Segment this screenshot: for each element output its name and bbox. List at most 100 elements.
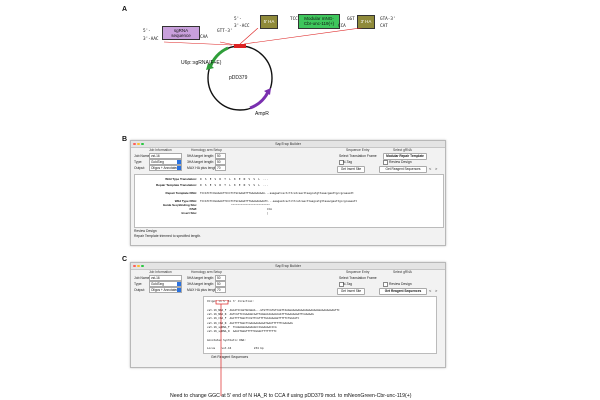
five-target-label: 5HA target length:	[187, 276, 215, 280]
prev-arrow-icon[interactable]: <	[429, 166, 432, 171]
right-connector-line	[239, 28, 259, 45]
type-select[interactable]: GoldTarg	[149, 159, 182, 165]
wt-dna-seq: TCCATCTCCGAAAATTCCCTCTGCGAAATTTGAAAAAAAA…	[200, 199, 357, 203]
saptrap-window-b: SapTrap Builder Job Information Job Name…	[130, 140, 446, 246]
window-c-titlebar: SapTrap Builder	[131, 263, 445, 270]
close-window-icon[interactable]	[133, 264, 136, 268]
minimize-window-icon[interactable]	[137, 264, 140, 268]
window-b-titlebar: SapTrap Builder	[131, 141, 445, 148]
guide-seq: ^^^^^^^^^^^^^^^^^^^^^^^^	[231, 203, 270, 207]
select-frame-label: Select Translation Frame	[339, 276, 377, 280]
five-target-label: 5HA target length:	[187, 154, 215, 158]
close-window-icon[interactable]	[133, 142, 136, 146]
select-grna-header: Select gRNA	[393, 148, 412, 152]
get-insert-site-button[interactable]: Get Insert Site	[337, 166, 365, 173]
plasmid-name-label: pDD379	[229, 75, 248, 81]
output-label: Output:	[134, 166, 146, 170]
five-target-input[interactable]: 50	[215, 275, 226, 281]
output-label: Output:	[134, 288, 146, 292]
pam-label: PAM:	[189, 207, 197, 211]
mid-ggt-seq: GGT	[347, 17, 355, 22]
guide-label: Guide Seq Binding Site:	[162, 203, 197, 207]
right-connector-line-2	[243, 28, 363, 45]
type-select-value: GoldTarg	[151, 282, 164, 286]
output-line: Locus vst-16 234 bp	[207, 346, 264, 351]
mid-bottom-seq: 3'-ACC	[234, 24, 250, 29]
chevron-down-icon	[177, 166, 181, 170]
max-length-input[interactable]: 70	[215, 165, 226, 171]
type-select-value: GoldTarg	[151, 160, 164, 164]
n-tag-checkbox[interactable]	[339, 160, 344, 165]
zoom-window-icon[interactable]	[141, 264, 144, 268]
job-name-input[interactable]: vst-16	[149, 153, 182, 159]
minimize-window-icon[interactable]	[137, 142, 140, 146]
output-line: vst-16_NHA_R AGTCGTTCCGAAAGCAATTAGGACAAA…	[207, 311, 314, 316]
highlight-box	[215, 300, 229, 305]
type-label: Type:	[134, 160, 143, 164]
ampr-arc	[249, 91, 270, 110]
job-name-input[interactable]: vst-16	[149, 275, 182, 281]
wt-dna-label: Wild Type DNA:	[174, 199, 197, 203]
sequence-display: Wild Type Translation: D S E S R T L K E…	[134, 174, 444, 228]
review-design-label: Review Design	[389, 282, 412, 286]
output-line: vst-16_CHA_R AGCTTTTAGCTCGAAAAAAAAATGAAT…	[207, 320, 293, 325]
wt-translation-label: Wild Type Translation:	[165, 177, 197, 181]
three-target-label: 3HA target length:	[187, 160, 215, 164]
job-info-header: Job Information	[149, 148, 172, 152]
u6-promoter-arrow	[206, 63, 214, 70]
get-reagent-button[interactable]: Get Reagent Sequences	[379, 288, 427, 295]
get-insert-site-button[interactable]: Get Insert Site	[337, 288, 365, 295]
output-select-value: Oligos + Annotated	[151, 166, 179, 170]
next-arrow-icon[interactable]: >	[435, 166, 438, 171]
reagent-output-area: Oligos in 5' to 3' direction:vst-16_NHA_…	[203, 296, 437, 354]
zoom-window-icon[interactable]	[141, 142, 144, 146]
u6-promoter-label: U6p::sgRNA(F+E)	[181, 60, 222, 66]
select-frame-label: Select Translation Frame	[339, 154, 377, 158]
mid-cca-seq: CCA	[338, 24, 346, 29]
right-bottom-seq: CAT	[380, 24, 388, 29]
max-length-label: MAX HA plus length:	[187, 166, 219, 170]
sequence-entry-header: Sequence Entry	[346, 270, 370, 274]
get-reagent-button[interactable]: Get Reagent Sequences	[379, 166, 427, 173]
next-arrow-icon[interactable]: >	[435, 288, 438, 293]
three-target-input[interactable]: 50	[215, 281, 226, 287]
five-target-input[interactable]: 50	[215, 153, 226, 159]
modular-repair-button[interactable]: Modular Repair Template	[383, 153, 427, 160]
panel-c-letter: C	[122, 256, 128, 263]
type-label: Type:	[134, 282, 143, 286]
footer-review-header: Review Design	[134, 229, 157, 233]
n-tag-label: N-Tag	[343, 282, 353, 286]
left-connector-line	[163, 41, 233, 46]
chevron-down-icon	[177, 288, 181, 292]
output-line: vst-16_NHA_F AGCATCCAGTGCGGAA...GTGTTCGT…	[207, 307, 340, 312]
max-length-input[interactable]: 70	[215, 287, 226, 293]
chevron-down-icon	[177, 282, 181, 286]
output-select[interactable]: Oligos + Annotated	[149, 287, 182, 293]
mid-tcc-seq: TCC	[290, 17, 298, 22]
prev-arrow-icon[interactable]: <	[429, 288, 432, 293]
left-connector-line-2	[219, 41, 236, 46]
insert-label: Insert Site:	[181, 211, 197, 215]
modular-insert-box: Modular mNG- Cbr-unc-119(+)	[298, 14, 340, 29]
output-line: vst-16_sgRNA_R AAACTGGGTTTTTCGGGCTTTTTTT…	[207, 329, 277, 334]
type-select[interactable]: GoldTarg	[149, 281, 182, 287]
review-design-checkbox[interactable]	[383, 160, 388, 165]
output-select[interactable]: Oligos + Annotated	[149, 165, 182, 171]
repair-dna-label: Repair Template DNA:	[165, 191, 197, 195]
panel-a-letter: A	[122, 6, 128, 13]
output-line: Annotated Synthetic DNA:	[207, 337, 246, 342]
ampr-arrow	[264, 88, 271, 95]
left-bottom-seq: 3'-AAC	[143, 37, 159, 42]
job-name-label: Job Name:	[134, 276, 151, 280]
three-ha-box: 3' HA	[357, 15, 375, 29]
max-length-label: MAX HA plus length:	[187, 288, 219, 292]
three-target-input[interactable]: 50	[215, 159, 226, 165]
output-select-value: Oligos + Annotated	[151, 288, 179, 292]
pam-seq: CCA	[267, 207, 272, 211]
review-design-checkbox[interactable]	[383, 282, 388, 287]
select-grna-header: Select gRNA	[393, 270, 412, 274]
n-tag-checkbox[interactable]	[339, 282, 344, 287]
repair-translation-label: Repair Template Translation:	[156, 183, 197, 187]
left-right-seq: GTT-3'	[217, 29, 233, 34]
output-line: vst-16_CHA_F AGCTTTTAGCTCCGTTCGTTTTGCAAA…	[207, 316, 300, 321]
